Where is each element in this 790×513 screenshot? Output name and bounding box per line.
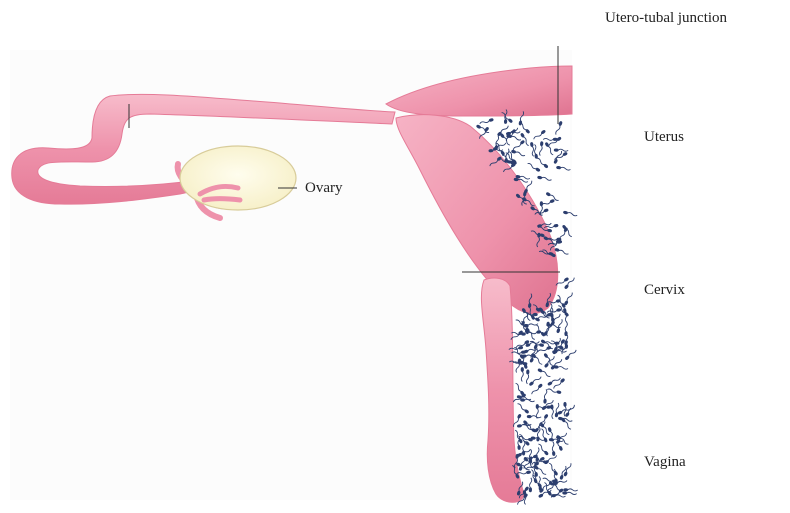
label-uterus: Uterus bbox=[644, 129, 684, 145]
label-utero-tubal-junction: Utero-tubal junction bbox=[605, 10, 728, 26]
label-cervix: Cervix bbox=[644, 282, 685, 298]
label-ovary: Ovary bbox=[305, 180, 343, 196]
label-vagina: Vagina bbox=[644, 454, 686, 470]
